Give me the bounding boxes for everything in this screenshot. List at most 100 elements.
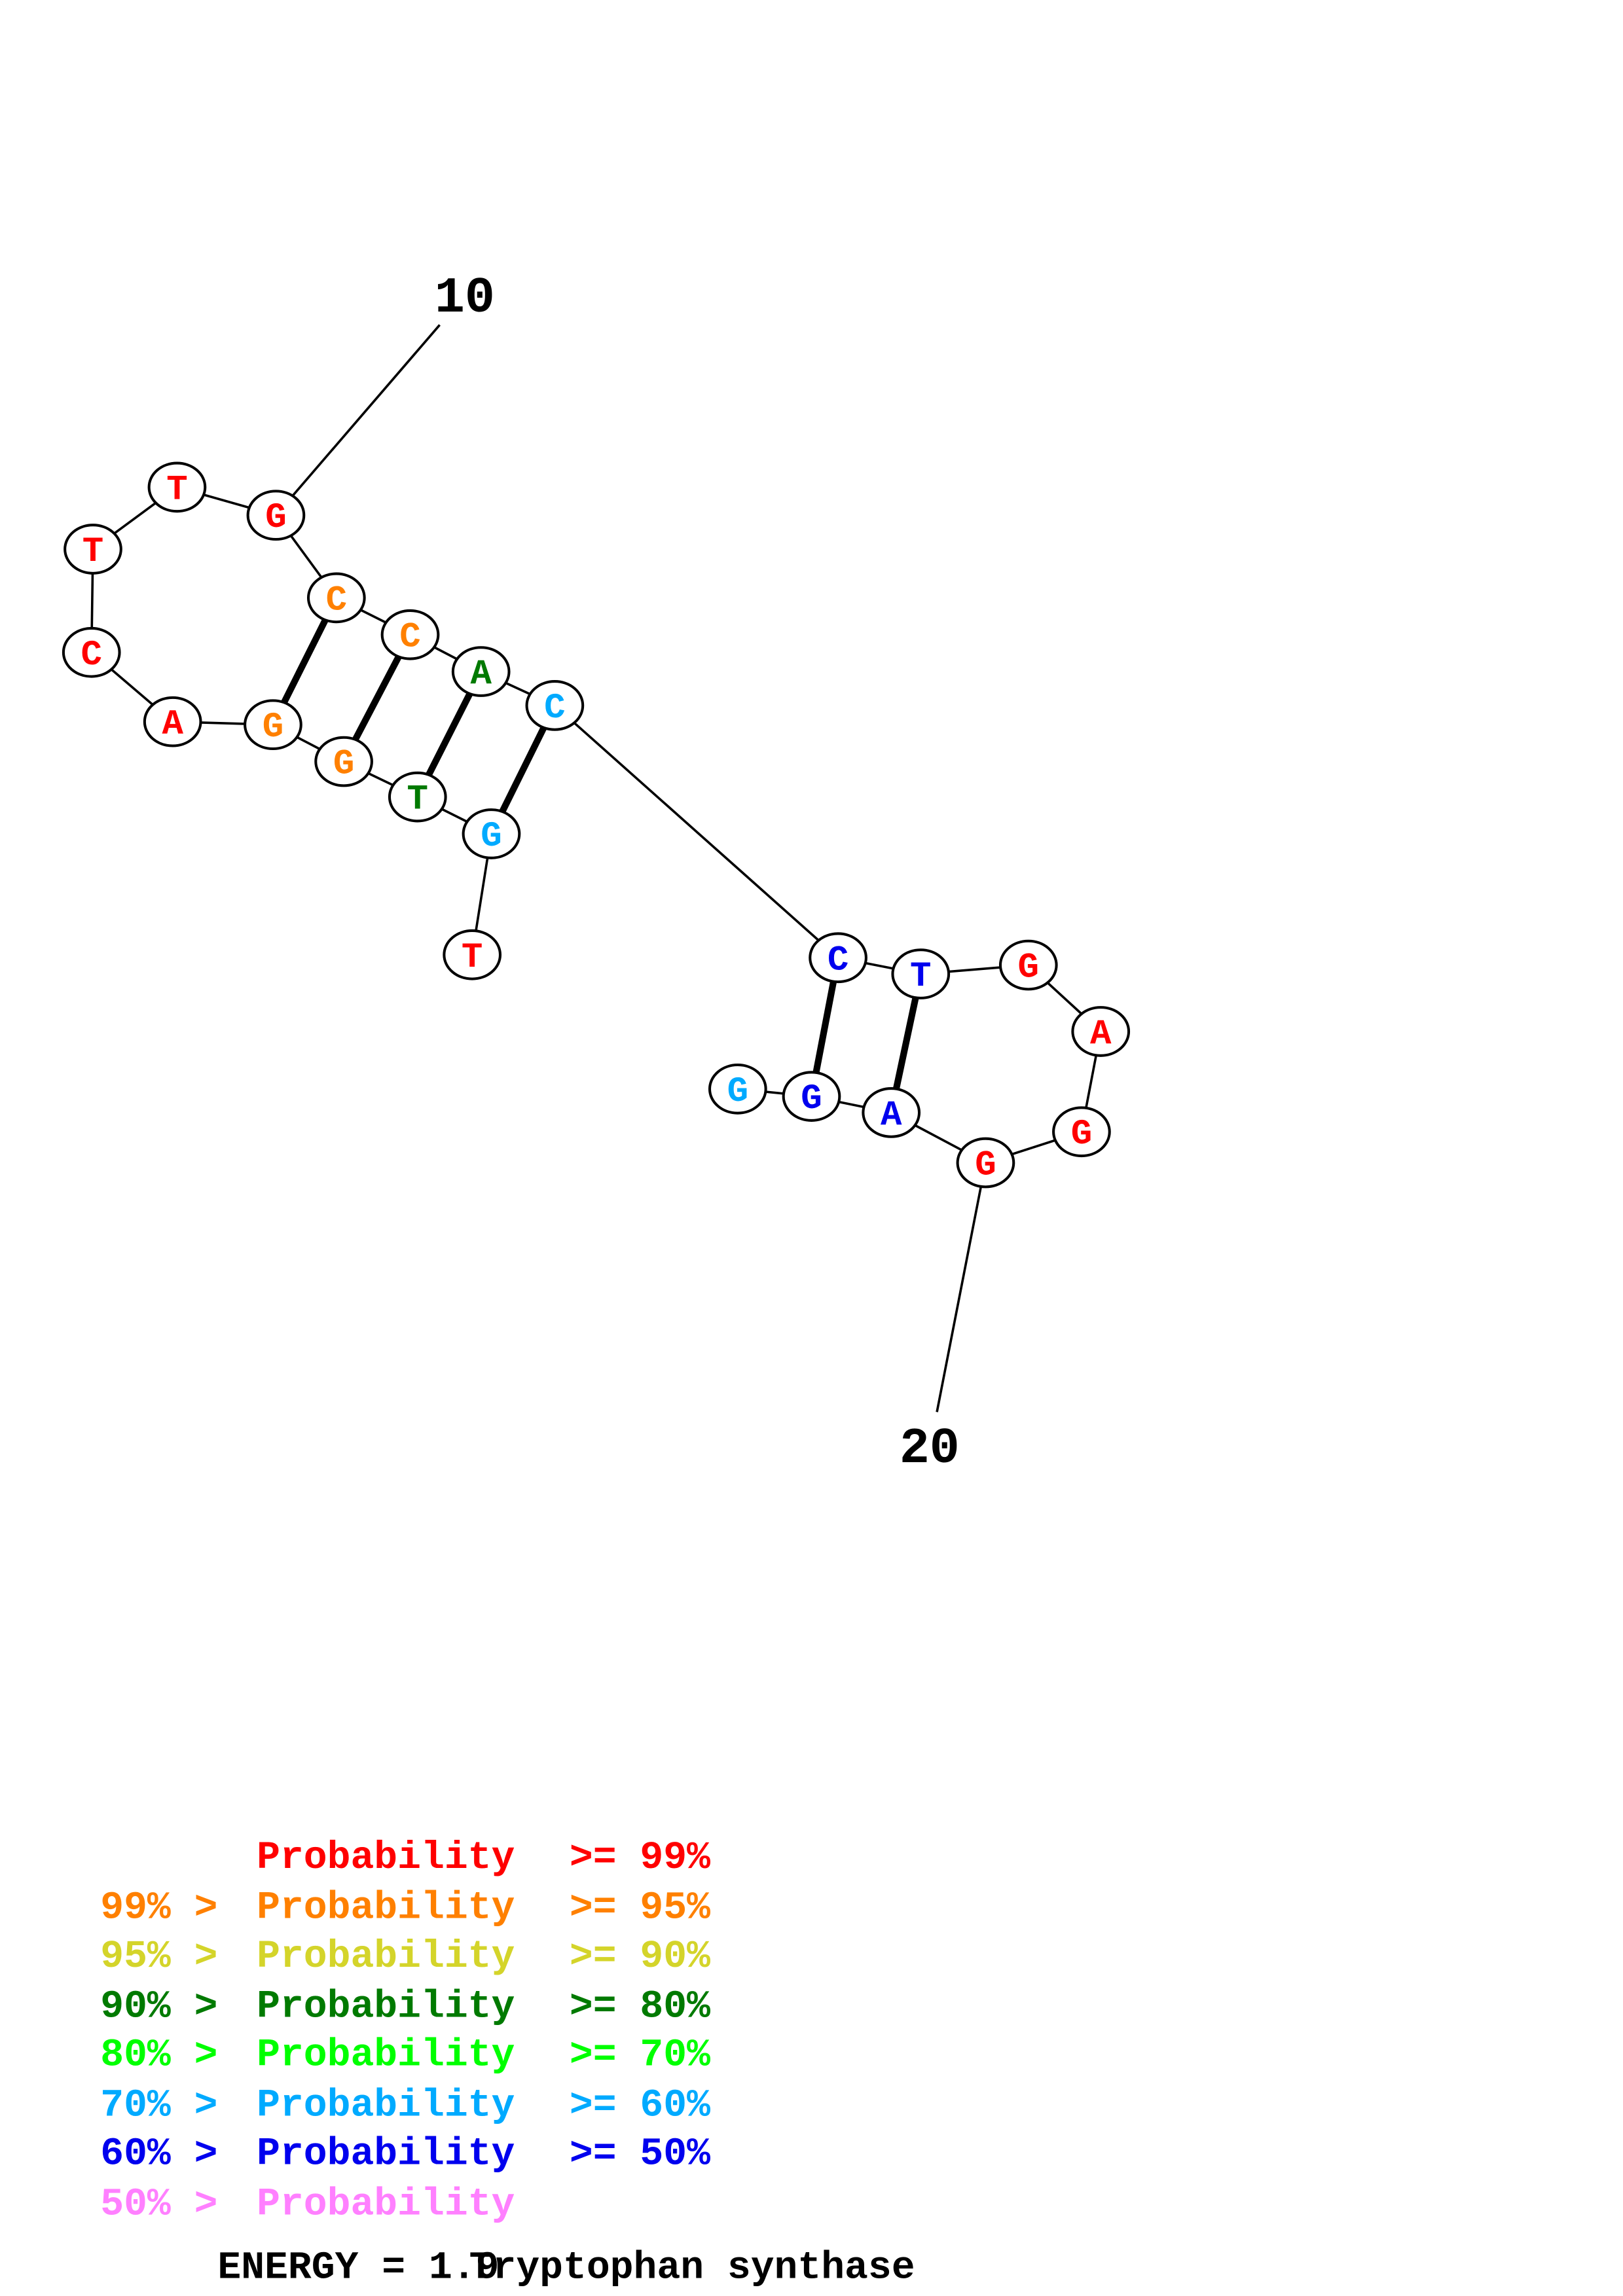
nucleotide-circle	[1052, 1106, 1111, 1158]
legend-row-right: >= 99%	[570, 1835, 710, 1880]
nucleotide: G	[1052, 1106, 1111, 1158]
nucleotide: G	[314, 736, 373, 787]
legend-row-mid: Probability	[257, 1835, 515, 1880]
nucleotide: A	[862, 1087, 921, 1138]
legend-row-right: >= 80%	[570, 1984, 710, 2028]
legend-row: 80% >Probability>= 70%	[100, 2033, 710, 2077]
nucleotide-letter: G	[1018, 948, 1039, 988]
nucleotide-letter: C	[544, 689, 565, 728]
nucleotide-letter: G	[801, 1079, 822, 1119]
nucleotide: C	[525, 680, 585, 731]
backbone-layer	[90, 486, 1102, 1164]
legend-row-mid: Probability	[257, 1885, 515, 1929]
legend-row-left: 50% >	[100, 2181, 217, 2226]
nucleotide-letter: T	[910, 957, 931, 997]
energy-value: ENERGY = 1.9	[217, 2245, 499, 2289]
nucleotide: T	[443, 929, 502, 980]
legend-row-right: >= 95%	[570, 1885, 710, 1929]
nucleotide-letter: C	[828, 941, 848, 980]
legend-row-mid: Probability	[257, 2181, 515, 2226]
nucleotide-circle	[306, 572, 366, 624]
legend-row-mid: Probability	[257, 1934, 515, 1979]
nucleotide-circle	[809, 932, 867, 984]
nucleotide-circle	[443, 929, 502, 980]
nucleotide-circle	[862, 1087, 921, 1138]
nucleotide: T	[64, 524, 122, 575]
legend-row-left: 99% >	[100, 1885, 217, 1929]
legend-row-right: >= 50%	[570, 2132, 710, 2176]
nucleotide: T	[891, 948, 951, 999]
nucleotide-circle	[147, 461, 207, 513]
nucleotide-circle	[998, 939, 1058, 991]
probability-legend: Probability >= 99% 99% > Probability >= 95%…	[100, 1835, 710, 2227]
nucleotide-letter: C	[81, 636, 101, 675]
legend-row: 50% > Probability	[100, 2181, 515, 2226]
legend-row: 70% >Probability>= 60%	[100, 2083, 710, 2127]
legend-row-left: 95% >	[100, 1934, 217, 1979]
nucleotide: T	[147, 461, 207, 513]
legend-row-mid: Probability	[257, 2132, 515, 2176]
nucleotide-circle	[1071, 1006, 1131, 1057]
nucleotide-circle	[451, 646, 511, 697]
nucleotide-circle	[782, 1071, 841, 1122]
legend-row: 99% > Probability >= 95%	[100, 1885, 710, 1929]
nucleotide: A	[1071, 1006, 1131, 1057]
nucleotide-circle	[708, 1064, 767, 1115]
nucleotide: G	[462, 808, 521, 859]
legend-row-left: 80% >	[100, 2033, 217, 2077]
nucleotide: T	[388, 771, 447, 823]
nucleotide-letter: A	[1090, 1014, 1112, 1054]
legend-row: Probability >= 99%	[257, 1835, 710, 1880]
nucleotide-letter: G	[265, 498, 286, 538]
nucleotide-letter: A	[162, 705, 183, 745]
nucleotide: G	[956, 1137, 1015, 1189]
nucleotide-letter: A	[470, 655, 492, 694]
energy-footer: ENERGY = 1.9Tryptophan synthase	[100, 2245, 985, 2289]
nucleotide-letter: G	[1071, 1115, 1092, 1155]
nucleotide-circle	[525, 680, 585, 731]
backbone-link	[554, 704, 839, 959]
nucleotide-circle	[380, 609, 440, 660]
position-label-layer: 10 20	[275, 270, 987, 1478]
nucleotide-circle	[143, 696, 202, 747]
nucleotide-circle	[314, 736, 373, 787]
legend-row: 95% > Probability >= 90%	[100, 1934, 710, 1979]
nucleotide-letter: C	[326, 581, 347, 620]
nucleotide-circle	[956, 1137, 1015, 1189]
nucleotide: A	[143, 696, 202, 747]
position-label-line	[936, 1162, 987, 1412]
nucleotide-letter: G	[727, 1072, 748, 1112]
nucleotide-letter: C	[399, 618, 420, 658]
nucleotide-letter: T	[407, 780, 428, 820]
sequence-name: Tryptophan synthase	[469, 2245, 915, 2289]
nucleotide-circle	[62, 626, 121, 678]
nucleotide: C	[306, 572, 366, 624]
position-label: 20	[900, 1421, 960, 1478]
nucleotide-letter: G	[975, 1146, 996, 1186]
nucleotide-letter: G	[333, 745, 354, 785]
base-pair-layer	[270, 596, 924, 1113]
nucleotide-letter: T	[82, 532, 103, 572]
nucleotide: G	[708, 1064, 767, 1115]
nucleotide: C	[380, 609, 440, 660]
nucleotide-circle	[388, 771, 447, 823]
nucleotide: A	[451, 646, 511, 697]
legend-row-mid: Probability	[257, 2033, 515, 2077]
nucleotide-circle	[64, 524, 122, 575]
nucleotide: G	[244, 699, 302, 751]
nucleotide-letter: T	[462, 938, 483, 978]
nucleotide: G	[998, 939, 1058, 991]
legend-row: 60% > Probability >= 50%	[100, 2132, 710, 2176]
legend-row-left: 70% >	[100, 2083, 217, 2127]
position-label-line	[275, 324, 441, 516]
nucleotide: G	[246, 490, 306, 541]
legend-row-right: >= 90%	[570, 1934, 710, 1979]
legend-row-left: 60% >	[100, 2132, 217, 2176]
legend-row-mid: Probability	[257, 1984, 515, 2028]
nucleotide-letter: T	[166, 470, 187, 510]
position-label: 10	[435, 270, 495, 327]
nucleotide-circle	[462, 808, 521, 859]
nucleotide-letter: G	[263, 708, 283, 747]
